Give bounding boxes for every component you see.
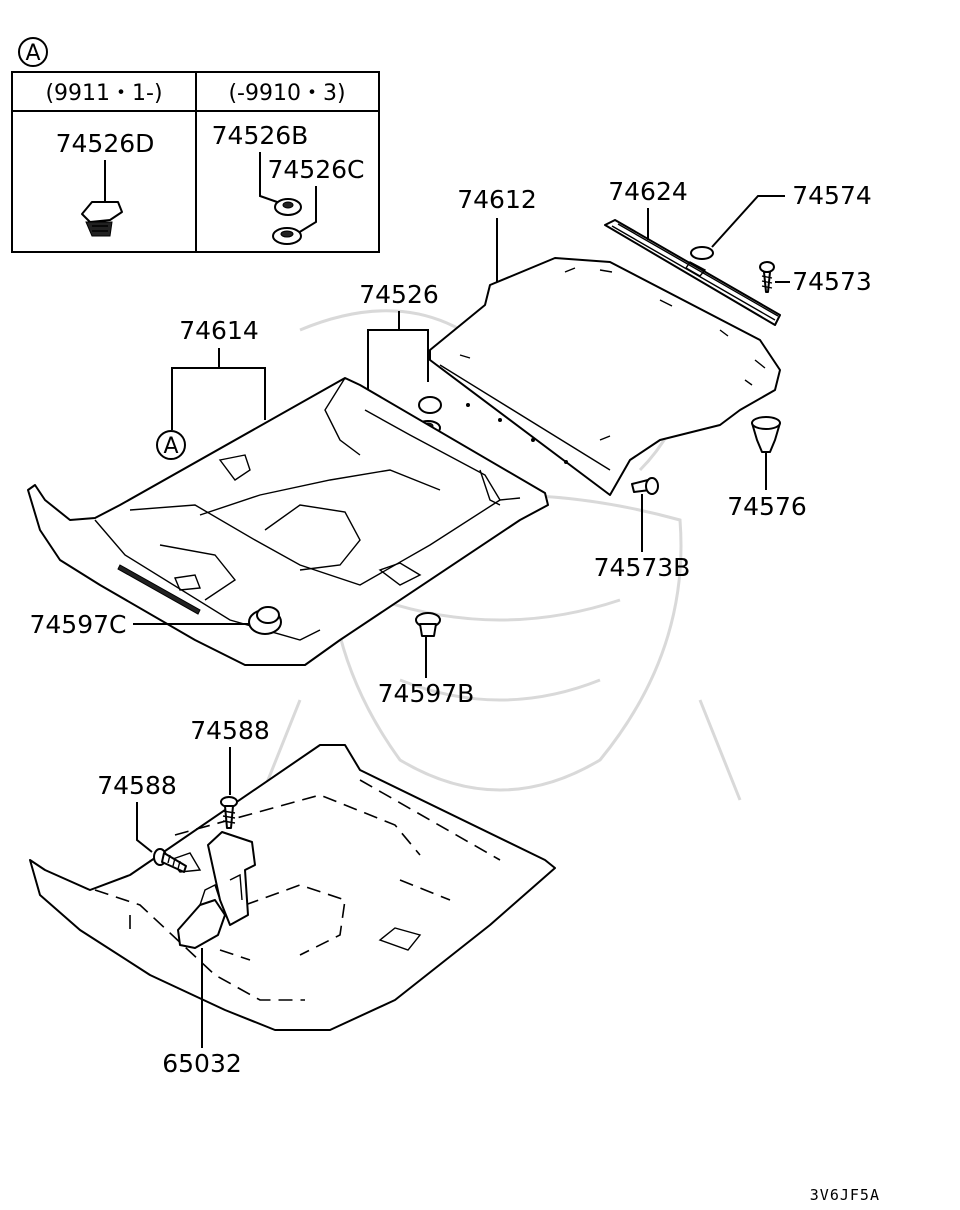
cap-74574 (690, 246, 714, 260)
marker-a-circle (156, 430, 186, 460)
label-74597B: 74597B (378, 679, 475, 708)
grommet-74526B-icon (274, 198, 302, 216)
inset-variant-box: A (9911・1-) (-9910・3) 74526D 74526B 7452… (11, 37, 380, 253)
inset-header-left: (9911・1-) (45, 81, 162, 106)
diagram-code: 3V6JF5A (810, 1186, 880, 1204)
screw-74588-top (220, 796, 238, 829)
label-74624: 74624 (608, 177, 688, 206)
rear-floor-carpet-74612 (429, 257, 781, 496)
clip-74526D-icon (81, 201, 123, 237)
screw-74573B (631, 477, 659, 495)
bracket-65032 (177, 831, 256, 949)
screw-74573 (759, 261, 775, 293)
inset-marker-circle (18, 37, 48, 67)
label-74588-left: 74588 (97, 771, 177, 800)
label-65032: 65032 (162, 1049, 242, 1078)
label-74526: 74526 (359, 280, 439, 309)
label-74614: 74614 (179, 316, 259, 345)
clip-74576 (751, 416, 781, 453)
label-74576: 74576 (727, 492, 807, 521)
inset-header-right: (-9910・3) (228, 81, 345, 106)
label-74588-top: 74588 (190, 716, 270, 745)
clip-74597B (415, 612, 441, 637)
grommet-74526C-icon (272, 227, 302, 245)
label-74612: 74612 (457, 185, 537, 214)
floor-insulator-pad (29, 744, 556, 1031)
bumper-74597C (248, 606, 282, 635)
label-74573: 74573 (792, 267, 872, 296)
label-74526D: 74526D (56, 129, 155, 158)
label-74597C: 74597C (30, 610, 127, 639)
front-floor-carpet-74614 (27, 377, 549, 666)
label-74526B: 74526B (212, 121, 309, 150)
scuff-plate-74624 (604, 219, 781, 326)
label-74574: 74574 (792, 181, 872, 210)
label-74526C: 74526C (268, 155, 365, 184)
screw-74588-left (153, 848, 187, 873)
marker-a-label: A (163, 434, 178, 459)
inset-marker-label: A (25, 41, 40, 66)
label-74573B: 74573B (594, 553, 691, 582)
